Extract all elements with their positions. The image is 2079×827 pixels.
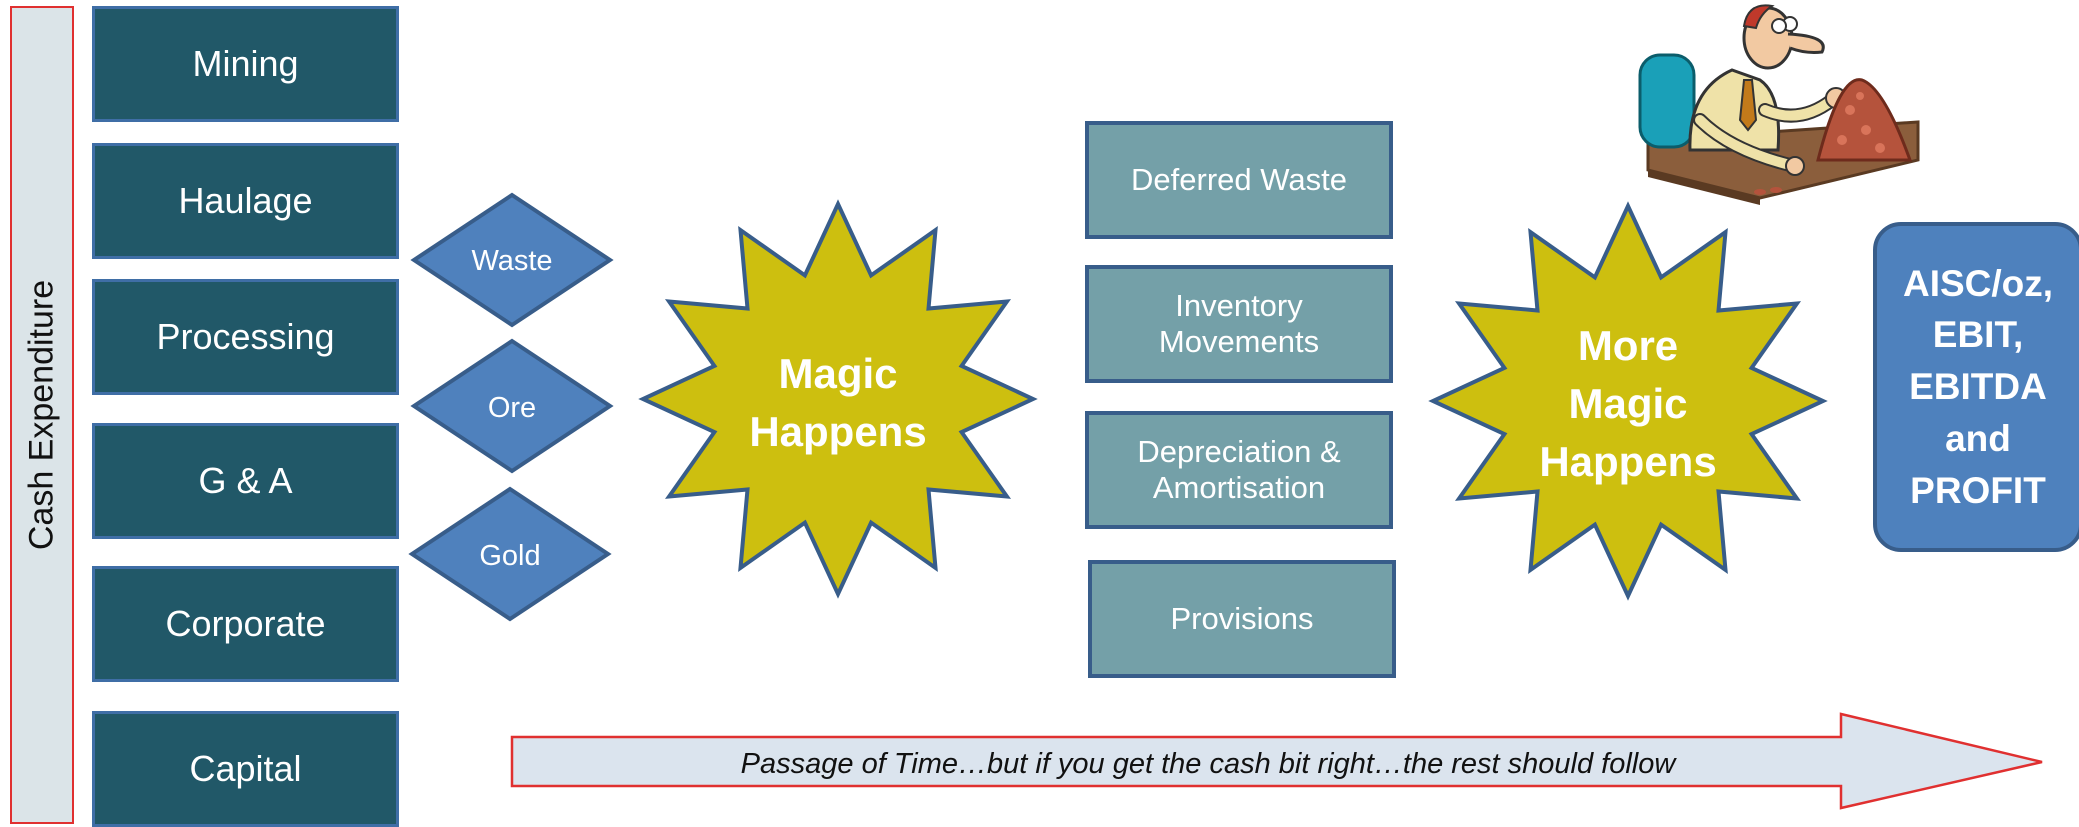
cost-box-mining: Mining xyxy=(92,6,399,122)
adjustment-provisions: Provisions xyxy=(1088,560,1396,678)
star-right-line-2: Magic xyxy=(1568,380,1687,427)
cost-box-corporate: Corporate xyxy=(92,566,399,682)
adjustment-depreciation-amortisation: Depreciation & Amortisation xyxy=(1085,411,1393,529)
star-left-line-1: Magic xyxy=(778,350,897,397)
diamond-ore-label: Ore xyxy=(488,392,536,424)
cost-box-haulage: Haulage xyxy=(92,143,399,259)
diamond-gold-label: Gold xyxy=(479,540,540,572)
diamond-gold: Gold xyxy=(408,486,612,622)
diamond-ore: Ore xyxy=(410,338,614,474)
passage-of-time-arrow: Passage of Time…but if you get the cash … xyxy=(510,712,2043,810)
diamond-waste-label: Waste xyxy=(471,245,552,277)
arrow-caption: Passage of Time…but if you get the cash … xyxy=(741,748,1678,780)
cost-box-capital: Capital xyxy=(92,711,399,827)
star-right-line-1: More xyxy=(1578,322,1678,369)
star-magic-happens: Magic Happens xyxy=(638,199,1038,599)
cost-box-processing: Processing xyxy=(92,279,399,395)
diamond-waste: Waste xyxy=(410,192,614,328)
result-aisc-ebit-ebitda-profit: AISC/oz, EBIT, EBITDA and PROFIT xyxy=(1873,222,2079,552)
star-right-line-3: Happens xyxy=(1539,438,1716,485)
adjustment-deferred-waste: Deferred Waste xyxy=(1085,121,1393,239)
cost-box-g-and-a: G & A xyxy=(92,423,399,539)
cartoon-man-counting-coins-icon xyxy=(1638,4,1920,205)
star-left-line-2: Happens xyxy=(749,408,926,455)
adjustment-inventory-movements: Inventory Movements xyxy=(1085,265,1393,383)
star-more-magic-happens: More Magic Happens xyxy=(1428,201,1828,601)
cash-expenditure-bar: Cash Expenditure xyxy=(10,6,74,824)
